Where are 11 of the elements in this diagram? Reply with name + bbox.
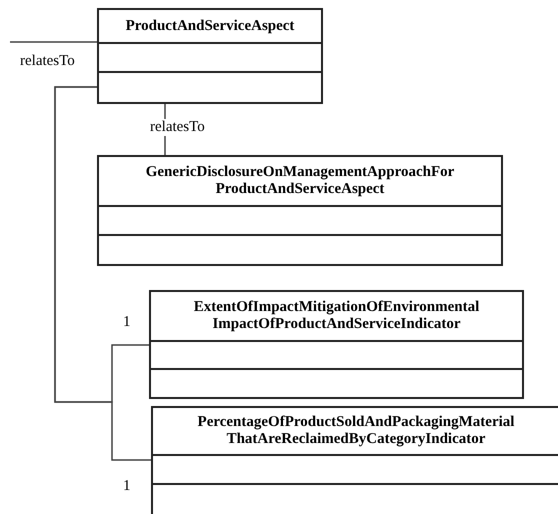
class-name: ExtentOfImpactMitigationOfEnvironmental ImpactOfProductAndServiceIndicator — [151, 292, 522, 342]
class-box — [149, 290, 524, 399]
association-line — [10, 41, 97, 43]
class-name: ProductAndServiceAspect — [99, 10, 321, 44]
class-box — [97, 8, 323, 104]
edge-label: relatesTo — [150, 119, 205, 136]
class-box — [151, 406, 558, 514]
class-name: PercentageOfProductSoldAndPackagingMaterial ThatAreReclaimedByCategoryIndicator — [153, 408, 558, 456]
association-line — [54, 86, 151, 461]
class-box — [97, 155, 503, 266]
class-name: GenericDisclosureOnManagementApproachFor ProductAndServiceAspect — [99, 157, 501, 207]
